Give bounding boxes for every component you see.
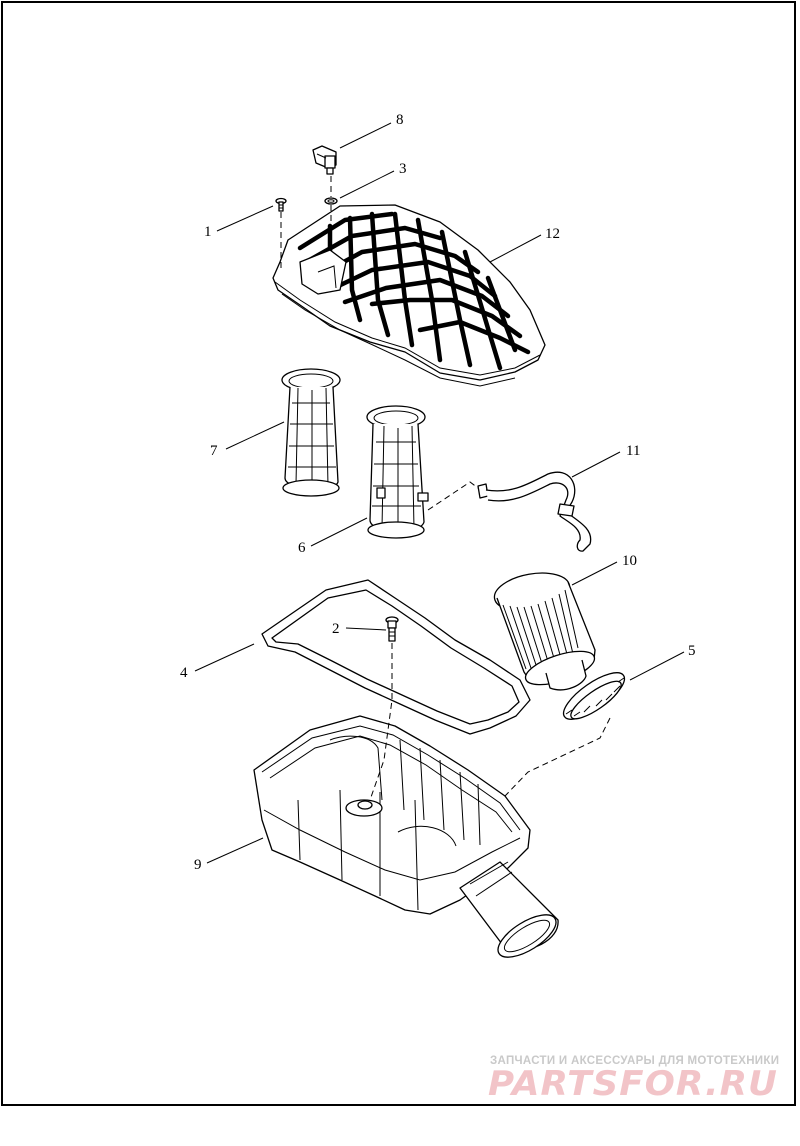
callout-11: 11: [626, 443, 640, 459]
part-1-screw: [275, 197, 287, 212]
watermark-brand: PARTSFOR.RU: [488, 1064, 778, 1104]
part-8-sensor: [312, 145, 337, 175]
callout-5: 5: [688, 643, 696, 659]
callout-4: 4: [180, 665, 188, 681]
part-10-air-filter: [493, 572, 596, 691]
diagram-border: [1, 1, 796, 1106]
callout-10: 10: [622, 553, 637, 569]
assembly-lines: [280, 176, 611, 801]
callout-6: 6: [298, 540, 306, 556]
part-12-airbox-cover: [272, 204, 546, 387]
part-4-gasket: [261, 579, 531, 735]
part-2-bolt: [385, 616, 399, 642]
watermark: ЗАПЧАСТИ И АКСЕССУАРЫ ДЛЯ МОТОТЕХНИКИ PA…: [488, 1055, 779, 1104]
callout-3: 3: [399, 161, 407, 177]
callout-1: 1: [204, 224, 212, 240]
callout-8: 8: [396, 112, 404, 128]
part-11-breather-hose: [477, 471, 592, 552]
part-9-airbox-lower: [253, 715, 559, 958]
callout-12: 12: [545, 226, 560, 242]
callout-labels: 8 3 1 12 7 11 6 10 2 5 4 9: [180, 112, 696, 873]
part-7-velocity-stack: [281, 368, 341, 497]
callout-9: 9: [194, 857, 202, 873]
part-5-clamp: [562, 672, 626, 720]
watermark-tagline: ЗАПЧАСТИ И АКСЕССУАРЫ ДЛЯ МОТОТЕХНИКИ: [490, 1055, 779, 1067]
callout-2: 2: [332, 621, 340, 637]
part-3-o-ring: [324, 197, 338, 205]
callout-7: 7: [210, 443, 218, 459]
leader-lines: [194, 122, 685, 864]
part-6-velocity-stack: [366, 405, 429, 539]
